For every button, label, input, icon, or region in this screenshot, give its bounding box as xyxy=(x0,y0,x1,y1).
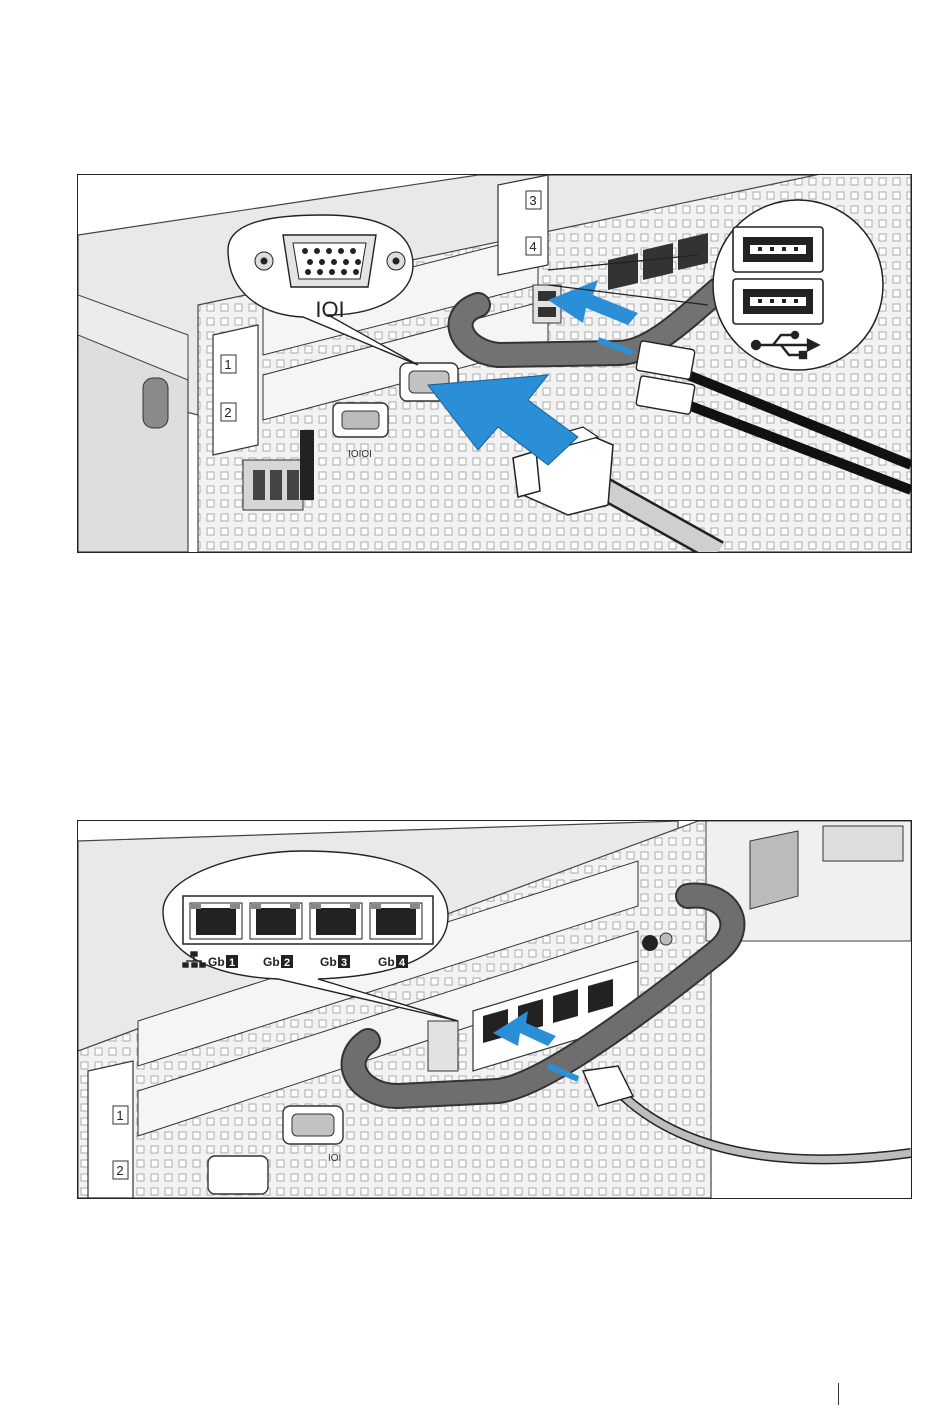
nic-label-2-prefix: Gb xyxy=(263,955,280,969)
vga-port-symbol: IOI xyxy=(328,1153,341,1164)
nic-label-1-number: 1 xyxy=(229,957,235,969)
serial-port-symbol: IOIOI xyxy=(348,449,372,460)
nic-port-3 xyxy=(310,903,362,939)
nic-label-3-number: 3 xyxy=(341,957,347,969)
nic-label-3-prefix: Gb xyxy=(320,955,337,969)
nic-label-4-prefix: Gb xyxy=(378,955,395,969)
slot-label-1: 1 xyxy=(224,357,231,372)
nic-label-4-number: 4 xyxy=(399,957,406,969)
slot-label-1: 1 xyxy=(116,1108,123,1123)
nic-label-1-prefix: Gb xyxy=(208,955,225,969)
page-footer-rule xyxy=(838,1383,839,1405)
slot-label-2: 2 xyxy=(116,1163,123,1178)
illustration-network-connection: 1 2 IOI xyxy=(77,820,912,1199)
nic-port-1 xyxy=(190,903,242,939)
vga-symbol-text: IOI xyxy=(315,297,344,322)
nic-label-2-number: 2 xyxy=(284,957,290,969)
slot-label-2: 2 xyxy=(224,405,231,420)
illustration-vga-usb-connection: 1 2 3 4 IOIOI IOI xyxy=(77,174,912,553)
serial-port xyxy=(208,1156,268,1194)
slot-label-4: 4 xyxy=(529,239,536,254)
slot-label-3: 3 xyxy=(529,193,536,208)
nic-port-2 xyxy=(250,903,302,939)
nic-port-4 xyxy=(370,903,422,939)
